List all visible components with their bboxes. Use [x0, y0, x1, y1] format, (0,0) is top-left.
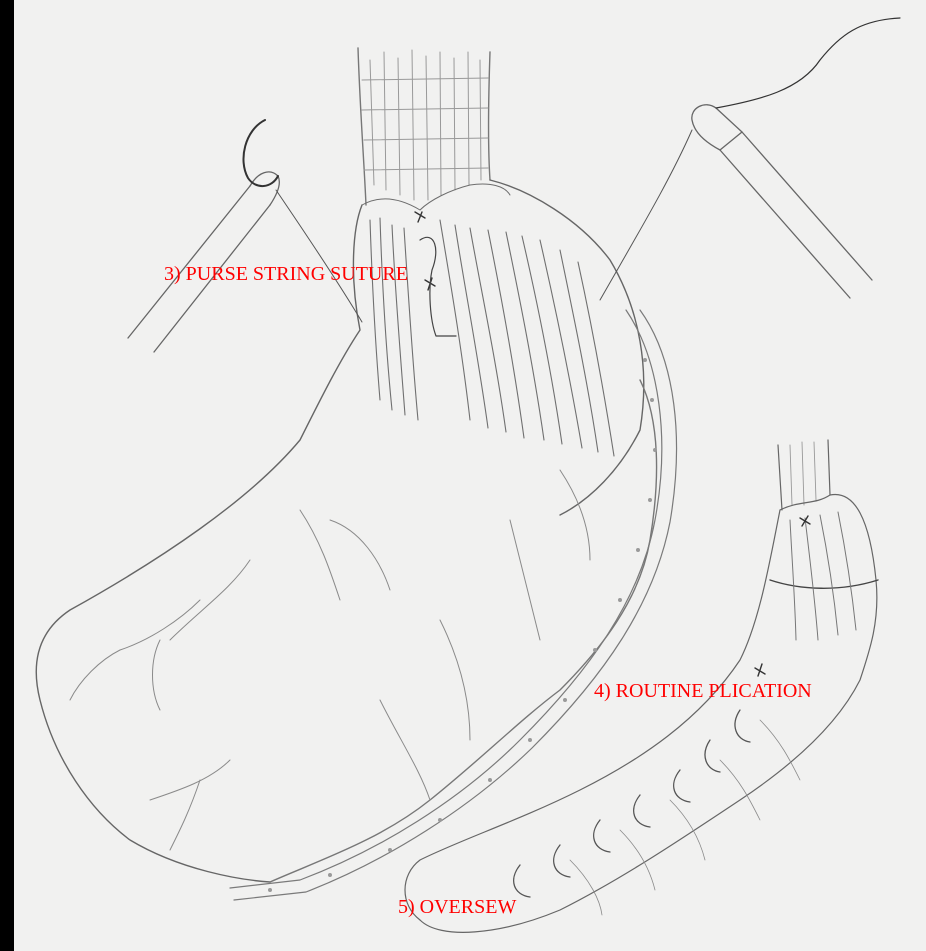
right-needle-holder — [600, 18, 900, 300]
oversew-bites — [514, 710, 750, 897]
esophagus-texture — [362, 50, 488, 200]
label-oversew: 5) OVERSEW — [398, 897, 516, 917]
label-purse-string-suture: 3) PURSE STRING SUTURE — [164, 264, 408, 284]
gastric-vessels — [70, 470, 590, 850]
left-needle-holder — [128, 120, 362, 352]
label-routine-plication: 4) ROUTINE PLICATION — [594, 681, 812, 701]
stomach — [36, 180, 676, 900]
omentum-stipple — [268, 358, 657, 892]
esophagus — [358, 48, 490, 205]
